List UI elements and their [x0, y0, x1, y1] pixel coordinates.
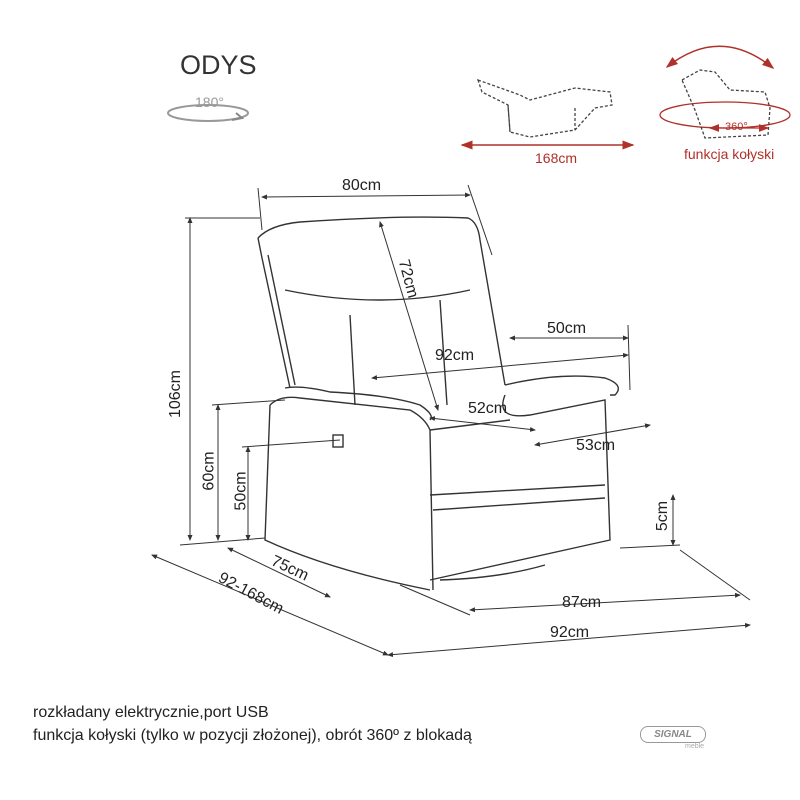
- dim-armrest-height: 60cm: [200, 451, 218, 491]
- dim-total-height: 106cm: [167, 369, 185, 419]
- product-title: ODYS: [180, 50, 257, 80]
- dim-seat-width: 53cm: [576, 437, 616, 454]
- rotation-badge-label: 180°: [195, 94, 224, 110]
- dim-base-height: 5cm: [654, 500, 672, 532]
- rotate-180-icon: [167, 104, 249, 122]
- dimension-lines: [151, 184, 751, 658]
- dim-armrest-depth: 50cm: [547, 320, 587, 337]
- dim-base-width: 87cm: [562, 594, 602, 611]
- rocking-chair-icon: [659, 45, 791, 139]
- rocking-angle-label: 360°: [725, 121, 748, 133]
- dim-diagonal-width: 92cm: [435, 347, 475, 364]
- dim-seat-depth: 52cm: [468, 400, 508, 417]
- description-line-2: funkcja kołyski (tylko w pozycji złożone…: [33, 727, 472, 744]
- recline-length-label: 168cm: [535, 150, 578, 166]
- rocking-caption: funkcja kołyski: [684, 146, 775, 162]
- dim-width-back: 80cm: [342, 177, 382, 194]
- dim-total-width: 92cm: [550, 624, 590, 641]
- dim-seat-height: 50cm: [232, 471, 250, 511]
- brand-logo: SIGNAL: [640, 726, 706, 743]
- chair-outline: [257, 216, 619, 591]
- brand-sub: meble: [685, 743, 705, 750]
- recline-chair-icon: [476, 78, 613, 138]
- description-line-1: rozkładany elektrycznie,port USB: [33, 704, 269, 721]
